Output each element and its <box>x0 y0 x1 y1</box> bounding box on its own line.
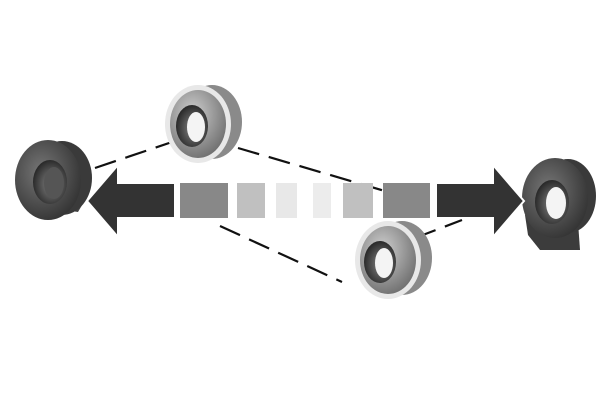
gradient-block <box>313 183 331 218</box>
right-tire-icon <box>522 158 596 250</box>
right-arrowhead <box>435 162 526 240</box>
double-arrow <box>85 162 526 240</box>
left-tire-icon <box>15 140 92 220</box>
top-tire-icon <box>165 85 242 163</box>
bottom-tire-icon <box>355 221 432 299</box>
gradient-blocks <box>180 183 430 218</box>
connector-top-to-right <box>237 146 403 198</box>
gradient-block <box>276 183 297 218</box>
connector-left-to-top <box>94 138 179 170</box>
gradient-block <box>343 183 373 218</box>
gradient-block <box>237 183 265 218</box>
gradient-block <box>180 183 228 218</box>
left-arrowhead <box>85 162 176 240</box>
connector-left-to-bottom <box>219 225 343 283</box>
gradient-block <box>383 183 430 218</box>
